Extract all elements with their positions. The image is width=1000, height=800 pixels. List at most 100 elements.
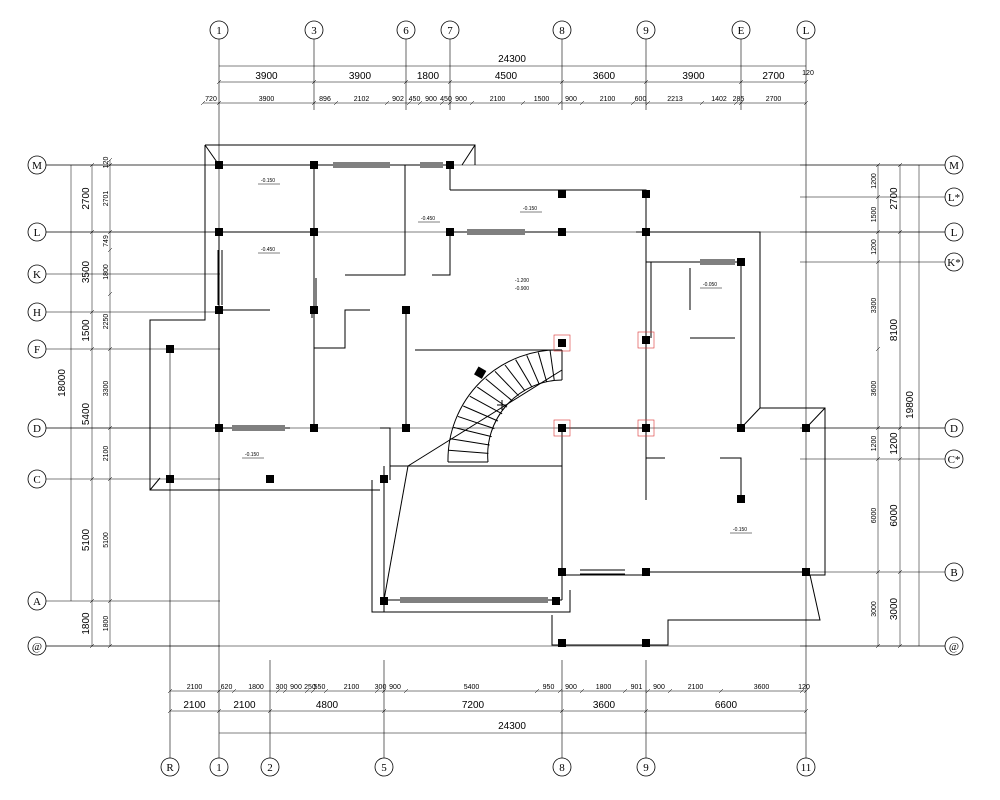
- axis-bubble-left: K: [27, 264, 47, 284]
- stair-tread: [526, 355, 540, 385]
- bottom-row1-label: 250: [304, 684, 316, 691]
- top-row2-label: 2700: [766, 96, 782, 103]
- top-row2-label: 2213: [667, 96, 683, 103]
- top-row1-label: 3900: [349, 71, 372, 82]
- bottom-row1-label: 2100: [187, 684, 203, 691]
- left-row1-label: 1500: [81, 319, 92, 342]
- bottom-row2-label: 2100: [233, 700, 256, 711]
- top-row2-tick: [384, 100, 390, 106]
- bottom-row2-tick: [216, 708, 222, 714]
- column: [642, 228, 650, 236]
- top-row2-label: 2100: [490, 96, 506, 103]
- bottom-total-label: 24300: [498, 721, 526, 732]
- top-row1-label: 3600: [593, 71, 616, 82]
- axis-bubble-right: L: [944, 222, 964, 242]
- left-row2-tick: [107, 229, 113, 235]
- stair-tread: [463, 405, 499, 422]
- axis-bubble-label: 6: [403, 25, 409, 37]
- stair-tread: [448, 449, 489, 454]
- wall: [149, 477, 161, 491]
- column: [310, 161, 318, 169]
- right-row1-label: 3600: [871, 381, 878, 397]
- bottom-row1-label: 3600: [754, 684, 770, 691]
- right-row1-label: 6000: [871, 508, 878, 524]
- right-row1-label: 1500: [871, 207, 878, 223]
- top-row2-tick: [417, 100, 423, 106]
- column: [737, 424, 745, 432]
- top-row1-tick: [643, 79, 649, 85]
- wall: [551, 574, 821, 646]
- bottom-row1-tick: [374, 688, 380, 694]
- axis-lines: [46, 39, 945, 758]
- column-highlight: [637, 331, 655, 349]
- top-row1-tick: [447, 79, 453, 85]
- top-row2-label: 1500: [534, 96, 550, 103]
- right-total-label: 19800: [905, 391, 916, 419]
- left-row1-tick: [89, 229, 95, 235]
- top-row1-label: 2700: [762, 71, 785, 82]
- stair-tread: [537, 352, 548, 382]
- stair-post: [474, 366, 487, 379]
- right-row1-label: 3000: [871, 601, 878, 617]
- axis-bubble-label: 8: [559, 762, 565, 774]
- bottom-row1-tick: [403, 688, 409, 694]
- stair-tread: [469, 395, 503, 415]
- top-row2-label: 1402: [711, 96, 727, 103]
- wall: [383, 490, 571, 613]
- bottom-row2-tick: [267, 708, 273, 714]
- axis-bubble-right: @: [944, 636, 964, 656]
- axis-bubble-right: L*: [944, 187, 964, 207]
- top-row2-tick: [645, 100, 651, 106]
- left-row2-label: 1800: [103, 264, 110, 280]
- bottom-row1-tick: [304, 688, 310, 694]
- left-row1-label: 5400: [81, 402, 92, 425]
- right-row1-label: 1200: [871, 239, 878, 255]
- axis-bubble-label: @: [32, 641, 42, 653]
- bottom-row1-tick: [282, 688, 288, 694]
- left-row1-label: 2700: [81, 187, 92, 210]
- top-row2-tick: [579, 100, 585, 106]
- bottom-row2-tick: [643, 708, 649, 714]
- bottom-row1-label: 300: [276, 684, 288, 691]
- left-row1-tick: [89, 598, 95, 604]
- left-row2-label: 1800: [103, 616, 110, 632]
- column: [558, 339, 566, 347]
- column: [558, 228, 566, 236]
- axis-bubble-bottom: 11: [796, 757, 816, 777]
- bottom-row1-tick: [381, 688, 387, 694]
- left-row2-tick: [107, 346, 113, 352]
- bottom-row1-tick: [310, 688, 316, 694]
- stair-tread: [485, 378, 513, 402]
- bottom-row2-label: 4800: [316, 700, 339, 711]
- right-row2-tick: [897, 229, 903, 235]
- wall: [646, 261, 742, 428]
- top-row1-tick: [803, 79, 809, 85]
- left-row2-tick: [107, 162, 113, 168]
- bottom-row1-tick: [231, 688, 237, 694]
- stair-tread: [504, 364, 526, 392]
- bottom-row1-tick: [534, 688, 540, 694]
- bottom-row1-tick: [167, 688, 173, 694]
- axis-bubble-label: 11: [801, 762, 812, 774]
- top-row1-label: 1800: [417, 71, 440, 82]
- column: [737, 258, 745, 266]
- column: [642, 190, 650, 198]
- column-highlight: [637, 419, 655, 437]
- axis-bubble-left: D: [27, 418, 47, 438]
- right-row2-tick: [897, 643, 903, 649]
- wall: [450, 189, 647, 232]
- axis-bubble-label: @: [949, 641, 959, 653]
- stair-elevation-label: -1.200: [515, 278, 529, 284]
- columns: [166, 161, 810, 647]
- bottom-row1-tick: [579, 688, 585, 694]
- column-highlight: [553, 419, 571, 437]
- left-row1-tick: [89, 346, 95, 352]
- axis-bubble-label: H: [33, 307, 41, 319]
- open-to-below: [383, 465, 409, 601]
- wall: [380, 427, 391, 480]
- column: [266, 475, 274, 483]
- axis-bubble-left: H: [27, 302, 47, 322]
- column: [446, 228, 454, 236]
- column-highlight: [553, 334, 571, 352]
